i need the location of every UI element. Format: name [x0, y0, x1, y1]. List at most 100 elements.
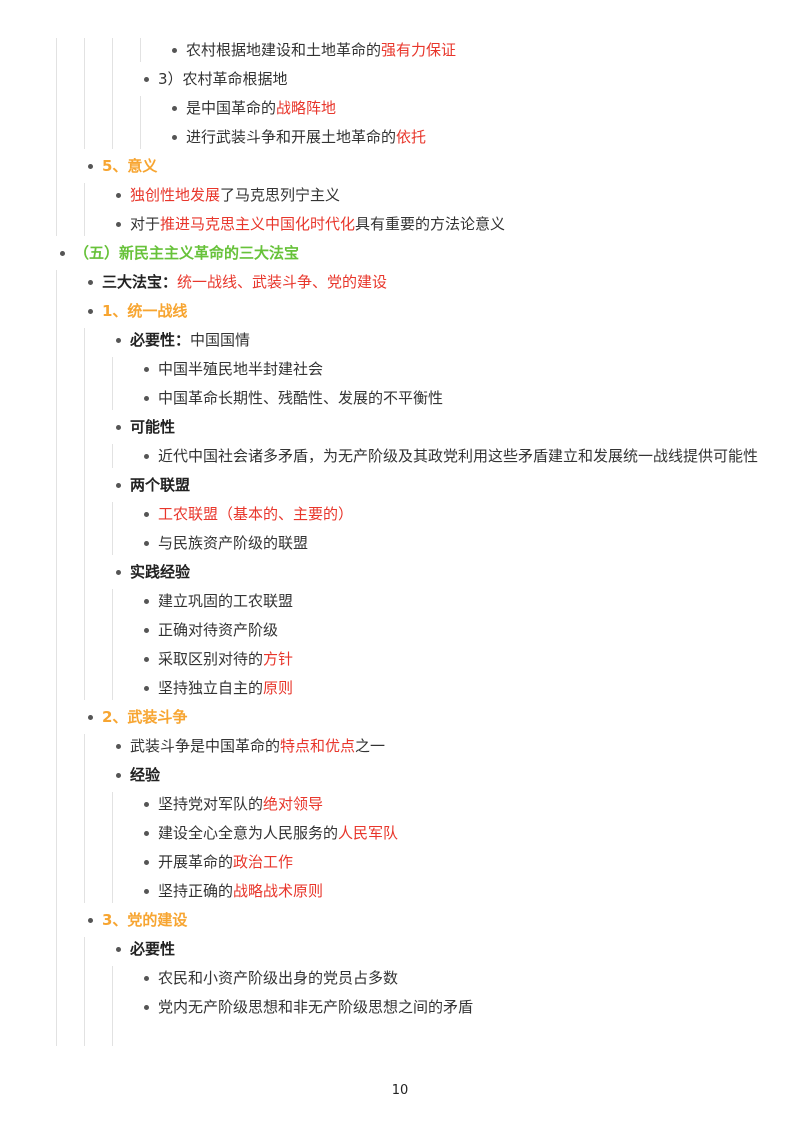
list-item-text: 中国半殖民地半封建社会 [144, 357, 760, 381]
bullet-icon [144, 77, 149, 82]
list-item-text: 经验 [116, 763, 760, 787]
list-item-text: 建立巩固的工农联盟 [144, 589, 760, 613]
body-text: 采取区别对待的 [158, 650, 264, 668]
list-item-text: 实践经验 [116, 560, 760, 584]
outline-list: 坚持党对军队的绝对领导建设全心全意为人民服务的人民军队开展革命的政治工作坚持正确… [112, 792, 760, 903]
bold-label: 实践经验 [130, 563, 191, 581]
bullet-icon [144, 860, 149, 865]
body-text: 进行武装斗争和开展土地革命的 [186, 128, 397, 146]
bullet-icon [144, 657, 149, 662]
list-item-text: 农民和小资产阶级出身的党员占多数 [144, 966, 760, 990]
body-text: 坚持正确的 [158, 882, 234, 900]
list-item: 工农联盟（基本的、主要的） [144, 502, 760, 526]
body-text: 农民和小资产阶级出身的党员占多数 [158, 969, 399, 987]
bullet-icon [144, 831, 149, 836]
outline-list: 工农联盟（基本的、主要的） 与民族资产阶级的联盟 [112, 502, 760, 555]
highlight-text: 依托 [396, 128, 427, 146]
outline-list: 必要性农民和小资产阶级出身的党员占多数党内无产阶级思想和非无产阶级思想之间的矛盾 [84, 937, 760, 1046]
bullet-icon [116, 773, 121, 778]
outline-list: 建立巩固的工农联盟正确对待资产阶级采取区别对待的方针坚持独立自主的原则 [112, 589, 760, 700]
list-item: 农民和小资产阶级出身的党员占多数 [144, 966, 760, 990]
list-item: 独创性地发展了马克思列宁主义 [116, 183, 760, 207]
list-item-text: 武装斗争是中国革命的特点和优点之一 [116, 734, 760, 758]
highlight-text: 绝对领导 [263, 795, 324, 813]
list-item: 建立巩固的工农联盟 [144, 589, 760, 613]
bullet-icon [116, 570, 121, 575]
highlight-text: 工农联盟（基本的、主要的） [158, 505, 354, 523]
list-item-text: 5、意义 [88, 154, 760, 178]
list-item-text: 坚持正确的战略战术原则 [144, 879, 760, 903]
list-item-text: 采取区别对待的方针 [144, 647, 760, 671]
bullet-icon [144, 599, 149, 604]
bullet-icon [144, 367, 149, 372]
list-item-text: 两个联盟 [116, 473, 760, 497]
list-item: 必要性农民和小资产阶级出身的党员占多数党内无产阶级思想和非无产阶级思想之间的矛盾 [112, 937, 760, 1046]
list-item-text: 开展革命的政治工作 [144, 850, 760, 874]
section-heading: 5、意义 [102, 157, 158, 175]
bullet-icon [116, 744, 121, 749]
body-text: 中国革命长期性、残酷性、发展的不平衡性 [158, 389, 444, 407]
body-text: 农村根据地建设和土地革命的 [186, 41, 382, 59]
highlight-text: 特点和优点 [280, 737, 356, 755]
list-item: 近代中国社会诸多矛盾，为无产阶级及其政党利用这些矛盾建立和发展统一战线提供可能性 [144, 444, 760, 468]
list-item-text: 3）农村革命根据地 [144, 67, 760, 91]
bold-label: 必要性： [130, 331, 191, 349]
bullet-icon [144, 1005, 149, 1010]
list-item: 2、武装斗争武装斗争是中国革命的特点和优点之一经验坚持党对军队的绝对领导建设全心… [84, 705, 760, 903]
body-text: 正确对待资产阶级 [158, 621, 279, 639]
list-item: 武装斗争是中国革命的特点和优点之一 [116, 734, 760, 758]
body-text: 与民族资产阶级的联盟 [158, 534, 309, 552]
bullet-icon [88, 280, 93, 285]
list-item: 两个联盟工农联盟（基本的、主要的） 与民族资产阶级的联盟 [112, 473, 760, 555]
section-heading: 3、党的建设 [102, 911, 188, 929]
body-text: 党内无产阶级思想和非无产阶级思想之间的矛盾 [158, 998, 474, 1016]
outline-continuation: 农村根据地建设和土地革命的强有力保证 [140, 38, 760, 62]
outline-list: 独创性地发展了马克思列宁主义对于推进马克思主义中国化时代化具有重要的方法论意义 [84, 183, 760, 236]
list-item: 中国革命长期性、残酷性、发展的不平衡性 [144, 386, 760, 410]
bullet-icon [144, 686, 149, 691]
list-item: 采取区别对待的方针 [144, 647, 760, 671]
section-heading: （五）新民主主义革命的三大法宝 [74, 244, 300, 262]
list-item: 开展革命的政治工作 [144, 850, 760, 874]
outline-list: 农村根据地建设和土地革命的强有力保证 [140, 38, 760, 62]
highlight-text: 推进马克思主义中国化时代化 [160, 215, 356, 233]
bullet-icon [144, 454, 149, 459]
body-text: 坚持党对军队的 [158, 795, 264, 813]
list-item-text: 农村根据地建设和土地革命的强有力保证 [172, 38, 760, 62]
list-item-text: 3、党的建设 [88, 908, 760, 932]
list-item-text: 三大法宝：统一战线、武装斗争、党的建设 [88, 270, 760, 294]
bullet-icon [144, 802, 149, 807]
body-text: 3）农村革命根据地 [158, 70, 288, 88]
list-item-text: 2、武装斗争 [88, 705, 760, 729]
bold-label: 三大法宝： [102, 273, 178, 291]
outline-list: 农民和小资产阶级出身的党员占多数党内无产阶级思想和非无产阶级思想之间的矛盾 [112, 966, 760, 1046]
body-text: 建立巩固的工农联盟 [158, 592, 294, 610]
list-item: 党内无产阶级思想和非无产阶级思想之间的矛盾 [144, 995, 760, 1019]
bullet-icon [172, 106, 177, 111]
body-text: 开展革命的 [158, 853, 234, 871]
list-item-text: 与民族资产阶级的联盟 [144, 531, 760, 555]
list-item: 农村根据地建设和土地革命的强有力保证 [172, 38, 760, 62]
bullet-icon [116, 193, 121, 198]
list-item-text: 中国革命长期性、残酷性、发展的不平衡性 [144, 386, 760, 410]
highlight-text: 方针 [263, 650, 294, 668]
bullet-icon [116, 338, 121, 343]
bullet-icon [144, 512, 149, 517]
list-item-text: 进行武装斗争和开展土地革命的依托 [172, 125, 760, 149]
list-item: 中国半殖民地半封建社会 [144, 357, 760, 381]
bullet-icon [172, 48, 177, 53]
body-text: 建设全心全意为人民服务的 [158, 824, 339, 842]
bullet-icon [88, 715, 93, 720]
bullet-icon [60, 251, 65, 256]
bullet-icon [144, 889, 149, 894]
highlight-text: 统一战线、武装斗争、党的建设 [177, 273, 388, 291]
list-item-text: 必要性 [116, 937, 760, 961]
bullet-icon [144, 976, 149, 981]
outline-list: 近代中国社会诸多矛盾，为无产阶级及其政党利用这些矛盾建立和发展统一战线提供可能性 [112, 444, 760, 468]
list-item-text: 工农联盟（基本的、主要的） [144, 502, 760, 526]
